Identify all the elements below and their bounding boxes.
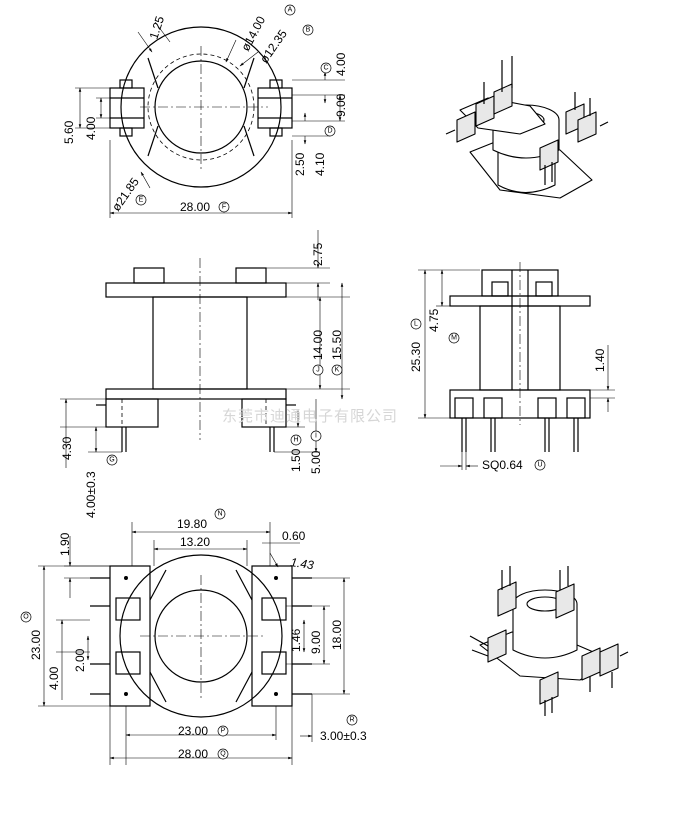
bottom-flange-outline <box>119 554 283 718</box>
front-right-pin-block <box>241 398 287 428</box>
mark-o: O <box>23 614 29 621</box>
top-view <box>75 21 345 218</box>
dim-15-50: 15.50 <box>330 330 344 360</box>
mark-m: M <box>451 335 457 342</box>
dim-2-50: 2.50 <box>293 152 307 176</box>
dim-4-00-right: 4.00 <box>334 52 348 76</box>
dim-3-00-tol: 3.00±0.3 <box>320 729 367 743</box>
dim-5-00: 5.00 <box>309 450 323 474</box>
dim-25-30: 25.30 <box>409 342 423 372</box>
dim-1-43: 1.43 <box>290 555 315 572</box>
dim-28-00-bottom: 28.00 <box>178 747 208 761</box>
mark-k: K <box>335 367 340 374</box>
mark-l: L <box>414 321 418 328</box>
flange-outline <box>120 26 282 188</box>
side-view <box>418 262 615 470</box>
dim-5-60: 5.60 <box>62 120 76 144</box>
dim-23-00-bottom: 23.00 <box>178 724 208 738</box>
mark-h: H <box>293 437 298 444</box>
mark-f: F <box>222 204 226 211</box>
dim-1-40: 1.40 <box>593 348 607 372</box>
dim-1-46: 1.46 <box>289 628 303 652</box>
mark-e: E <box>139 197 144 204</box>
mark-r: R <box>349 717 354 724</box>
front-left-pin-block <box>105 398 159 428</box>
mark-c: C <box>323 65 328 72</box>
dim-1-50: 1.50 <box>289 448 303 472</box>
dim-14-00-front: 14.00 <box>311 330 325 360</box>
dim-2-75: 2.75 <box>311 242 325 266</box>
dim-0-60: 0.60 <box>282 529 306 543</box>
bottom-right-pin-rail <box>251 565 293 707</box>
dim-4-00-left: 4.00 <box>84 116 98 140</box>
isometric-view-bottom <box>469 566 629 716</box>
dim-4-00-bottom: 4.00 <box>47 666 61 690</box>
watermark: 东莞市迪通电子有限公司 <box>222 407 398 425</box>
dim-9-00-bottom: 9.00 <box>309 630 323 654</box>
front-view <box>60 230 350 468</box>
mark-b: B <box>306 27 311 34</box>
dim-23-00-left: 23.00 <box>29 630 43 660</box>
dim-1-90: 1.90 <box>58 532 72 556</box>
dim-4-10: 4.10 <box>313 152 327 176</box>
dim-1-25: 1.25 <box>147 14 168 41</box>
isometric-view-top <box>445 56 609 199</box>
dim-13-20: 13.20 <box>180 535 210 549</box>
dim-dia-21-85: ø21.85 <box>109 175 142 214</box>
dim-28-00-top: 28.00 <box>180 200 210 214</box>
mark-u: U <box>537 462 542 469</box>
mark-p: P <box>221 728 226 735</box>
dim-4-75: 4.75 <box>427 308 441 332</box>
dim-4-00-tol: 4.00±0.3 <box>84 471 98 518</box>
dim-dia-12-35: ø12.35 <box>257 27 290 66</box>
dim-18-00: 18.00 <box>330 620 344 650</box>
bottom-view <box>38 522 350 765</box>
mark-a: A <box>288 7 293 14</box>
dim-4-30: 4.30 <box>60 436 74 460</box>
mark-j: J <box>316 367 320 374</box>
mark-d: D <box>327 128 332 135</box>
bottom-left-pin-rail <box>109 565 151 707</box>
mark-i: I <box>315 433 317 440</box>
mark-q: Q <box>220 751 226 758</box>
dim-sq-0-64: SQ0.64 <box>482 458 523 472</box>
dim-9-00: 9.00 <box>334 93 348 117</box>
dim-19-80: 19.80 <box>177 517 207 531</box>
bottom-flange <box>105 388 287 400</box>
side-pin-base <box>449 389 591 419</box>
mark-n: N <box>217 511 222 518</box>
dim-2-00: 2.00 <box>73 648 87 672</box>
mark-g: G <box>109 457 114 464</box>
